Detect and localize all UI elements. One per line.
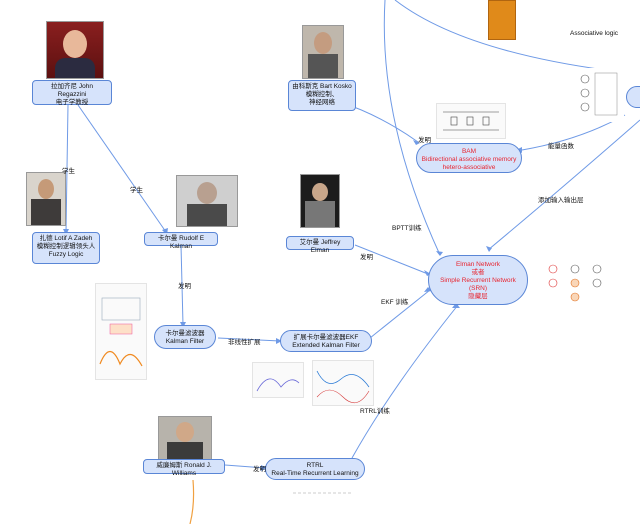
rtrl-formula-thumb	[290, 485, 354, 499]
diagram-sketch-icon	[99, 297, 143, 367]
kalman-photo	[176, 175, 238, 227]
label-invent-elman: 发明	[360, 254, 373, 261]
node-williams[interactable]: 威廉姆斯 Ronald J. Williams	[143, 459, 225, 477]
node-bam[interactable]: BAM Bidirectional associative memory het…	[416, 143, 522, 173]
edge-rtrl-elman	[351, 304, 459, 459]
node-kalman-filter[interactable]: 卡尔曼滤波器 Kalman Filter	[154, 325, 216, 349]
edge-filter-ekf	[217, 337, 281, 342]
williams-photo	[158, 416, 212, 460]
label-student-1: 学生	[62, 168, 75, 175]
node-kalman[interactable]: 卡尔曼 Rudolf E Kalman	[144, 232, 218, 250]
edge-associative-logic	[394, 0, 606, 71]
node-elman-network[interactable]: Elman Network 或者 Simple Recurrent Networ…	[428, 255, 528, 305]
edge-ragazzini-kalman	[77, 104, 167, 233]
label-invent-kalman: 发明	[178, 283, 191, 290]
edge-ekf-elman	[369, 289, 431, 339]
label-bptt: BPTT训练	[392, 225, 422, 232]
node-ekf[interactable]: 扩展卡尔曼滤波器EKF Extended Kalman Filter	[280, 330, 372, 352]
label-invent-kosko: 发明	[418, 137, 431, 144]
edge-elman-person	[354, 244, 429, 275]
formula-icon	[293, 492, 351, 494]
kalman-diagram-thumb	[95, 283, 147, 380]
chart-icon	[316, 370, 370, 404]
label-rtrl-train: RTRL训练	[360, 408, 390, 415]
ragazzini-photo	[46, 21, 104, 79]
ekf-chart-thumb	[312, 360, 374, 406]
label-io-layer: 添加输入输出层	[538, 197, 584, 204]
node-elman-person[interactable]: 艾尔曼 Jeffrey Elman	[286, 236, 354, 254]
node-kosko[interactable]: 由科斯克 Bart Kosko 模糊控制、 神经网络	[288, 80, 356, 111]
edge-bptt	[383, 0, 441, 256]
node-ragazzini[interactable]: 拉加齐尼 John Regazzini 电子学教授	[32, 80, 112, 106]
edge-io-layer	[487, 119, 640, 251]
ekf-plot-thumb	[252, 362, 304, 398]
edge-ragazzini-zadeh	[65, 104, 69, 233]
recurrent-network-icon	[548, 264, 602, 302]
label-student-2: 学生	[130, 187, 143, 194]
label-invent-williams: 发明	[253, 466, 266, 473]
node-zadeh[interactable]: 扎德 Lotif A Zadeh 模糊控制逻辑领头人 Fuzzy Logic	[32, 232, 100, 264]
kosko-photo	[302, 25, 344, 79]
network-icon	[580, 72, 618, 116]
srn-diagram-thumb	[542, 256, 608, 308]
label-associative-logic: Associative logic	[570, 30, 619, 37]
bam-diagram-thumb	[436, 103, 506, 139]
label-ekf-train: EKF 训练	[381, 299, 409, 306]
edge-kalman-filter	[180, 244, 184, 326]
book-cover	[488, 0, 516, 40]
hopfield-diagram-thumb	[572, 68, 624, 122]
zadeh-photo	[26, 172, 66, 226]
edge-williams-rtrl	[224, 464, 266, 469]
label-energy: 能量函数	[548, 143, 574, 150]
label-nonlinear: 非线性扩展	[228, 339, 261, 346]
node-rtrl[interactable]: RTRL Real-Time Recurrent Learning	[265, 458, 365, 480]
orange-line	[189, 479, 195, 524]
plot-icon	[256, 378, 300, 392]
circuit-icon	[443, 111, 499, 131]
partial-oval-right[interactable]	[626, 86, 640, 108]
elman-photo	[300, 174, 340, 228]
